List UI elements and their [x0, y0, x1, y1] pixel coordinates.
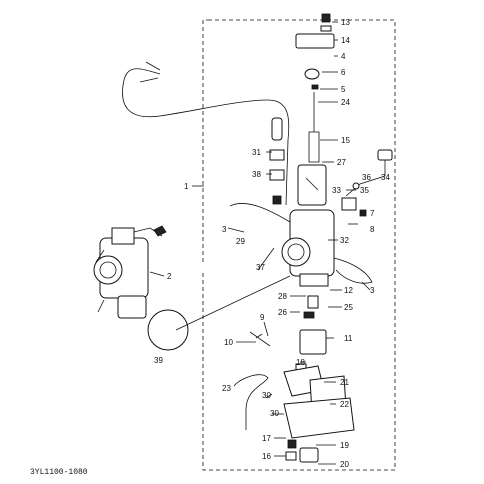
throttle-cable — [122, 68, 290, 206]
leader-lines — [149, 21, 371, 465]
callout-25: 25 — [344, 303, 353, 312]
callout-2: 2 — [167, 272, 172, 281]
callout-4: 4 — [341, 52, 346, 61]
callout-32: 32 — [340, 236, 349, 245]
callout-15: 15 — [341, 136, 350, 145]
callout-34: 34 — [381, 173, 390, 182]
callouts: 13 14 4 6 5 24 15 31 27 38 36 34 33 35 1… — [154, 18, 390, 469]
callout-11: 11 — [344, 334, 353, 343]
callout-20: 20 — [340, 460, 349, 469]
parts-drawing — [93, 13, 393, 463]
callout-24: 24 — [341, 98, 350, 107]
callout-3a: 3 — [222, 225, 227, 234]
callout-14: 14 — [341, 36, 350, 45]
assembled-carburetor — [93, 225, 167, 319]
callout-10: 10 — [224, 338, 233, 347]
callout-27: 27 — [337, 158, 346, 167]
callout-19: 19 — [340, 441, 349, 450]
callout-16: 16 — [262, 452, 271, 461]
callout-31: 31 — [252, 148, 261, 157]
callout-7: 7 — [370, 209, 375, 218]
callout-9: 9 — [260, 313, 265, 322]
callout-18: 18 — [296, 358, 305, 367]
callout-33: 33 — [332, 186, 341, 195]
carburetor-body — [229, 203, 373, 287]
callout-17: 17 — [262, 434, 271, 443]
callout-37: 37 — [256, 263, 265, 272]
callout-35: 35 — [360, 186, 369, 195]
callout-6: 6 — [341, 68, 346, 77]
callout-5: 5 — [341, 85, 346, 94]
assembly-boundary — [202, 19, 396, 471]
callout-13: 13 — [341, 18, 350, 27]
callout-12: 12 — [344, 286, 353, 295]
callout-21: 21 — [340, 378, 349, 387]
callout-30b: 30 — [270, 409, 279, 418]
callout-3b: 3 — [370, 286, 375, 295]
diagram-code: 3YL1100-1080 — [30, 468, 88, 477]
callout-23: 23 — [222, 384, 231, 393]
callout-30a: 30 — [262, 391, 271, 400]
callout-1: 1 — [184, 182, 189, 191]
callout-22: 22 — [340, 400, 349, 409]
callout-39: 39 — [154, 356, 163, 365]
callout-29: 29 — [236, 237, 245, 246]
callout-28: 28 — [278, 292, 287, 301]
callout-38: 38 — [252, 170, 261, 179]
callout-8: 8 — [370, 225, 375, 234]
callout-36: 36 — [362, 173, 371, 182]
callout-26: 26 — [278, 308, 287, 317]
